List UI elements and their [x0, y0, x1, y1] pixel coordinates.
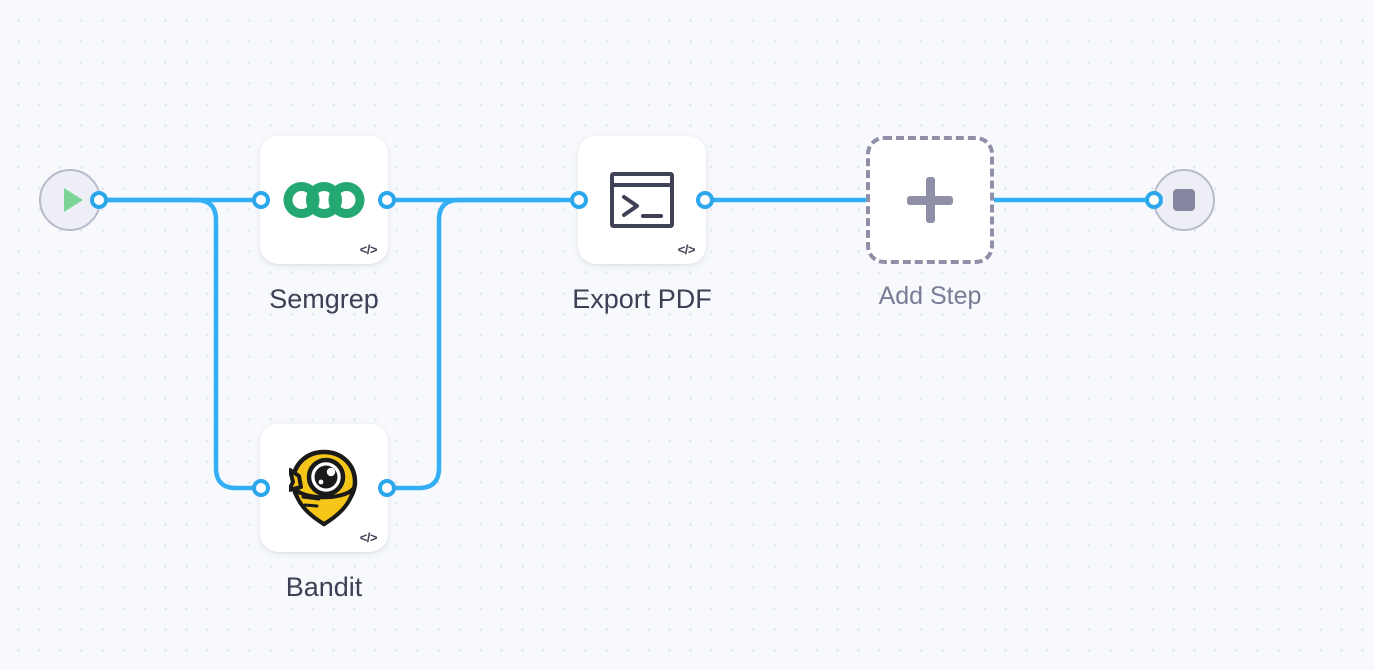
port-bandit-output[interactable] [378, 479, 396, 497]
port-start-output[interactable] [90, 191, 108, 209]
code-badge-icon: </> [359, 242, 378, 257]
plus-icon [907, 177, 953, 223]
port-semgrep-output[interactable] [378, 191, 396, 209]
play-triangle-icon [63, 188, 83, 212]
port-end-input[interactable] [1145, 191, 1163, 209]
workflow-node-semgrep[interactable]: </> [260, 136, 388, 264]
node-label-bandit: Bandit [285, 572, 363, 602]
port-bandit-input[interactable] [252, 479, 270, 497]
workflow-node-exportpdf[interactable]: </> [578, 136, 706, 264]
bandit-logo-icon [289, 449, 358, 527]
port-semgrep-input[interactable] [252, 191, 270, 209]
stop-square-icon [1173, 189, 1195, 211]
node-label-addstep: Add Step [878, 282, 982, 310]
port-exportpdf-output[interactable] [696, 191, 714, 209]
terminal-icon [610, 172, 674, 228]
edge-start-bandit [96, 197, 264, 491]
node-label-exportpdf: Export PDF [572, 284, 712, 314]
edge-bandit-exportpdf [384, 197, 563, 491]
semgrep-logo-icon [283, 182, 365, 218]
workflow-node-bandit[interactable]: </> [260, 424, 388, 552]
node-label-semgrep: Semgrep [269, 284, 379, 314]
port-exportpdf-input[interactable] [570, 191, 588, 209]
add-step-button[interactable] [866, 136, 994, 264]
code-badge-icon: </> [677, 242, 696, 257]
code-badge-icon: </> [359, 530, 378, 545]
